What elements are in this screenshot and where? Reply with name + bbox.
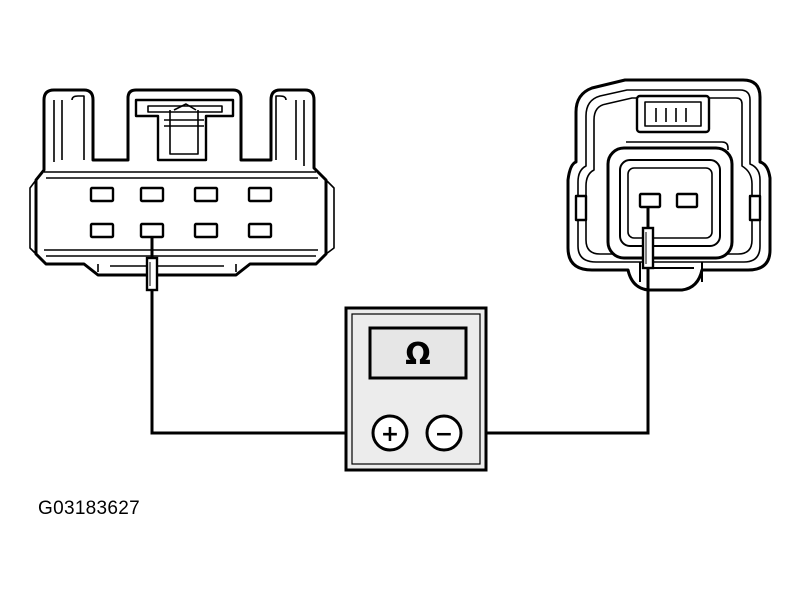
pin-5 [89,222,115,239]
figure-id-label: G03183627 [38,498,141,519]
pin-7 [193,222,219,239]
left-8-pin-connector [29,88,335,277]
positive-lead-wire [150,290,372,435]
pin-8 [247,222,273,239]
ohm-symbol: Ω [405,337,431,372]
negative-terminal: − [425,414,463,452]
right-connector-pins [638,192,699,209]
negative-lead-wire [462,268,650,435]
sensor-pin-1-tested [638,192,662,209]
negative-terminal-label: − [435,422,453,447]
right-2-pin-connector [566,78,772,292]
positive-terminal: + [371,414,409,452]
pin-4 [247,186,273,203]
positive-terminal-label: + [381,422,399,447]
pin-1 [89,186,115,203]
test-leads [150,268,650,435]
left-connector-pins [89,186,273,239]
pin-2 [139,186,165,203]
pin-3 [193,186,219,203]
pin-6-tested [139,222,165,239]
sensor-pin-2 [675,192,699,209]
ohmmeter: Ω + − [344,306,488,472]
ohmmeter-display [368,326,468,380]
